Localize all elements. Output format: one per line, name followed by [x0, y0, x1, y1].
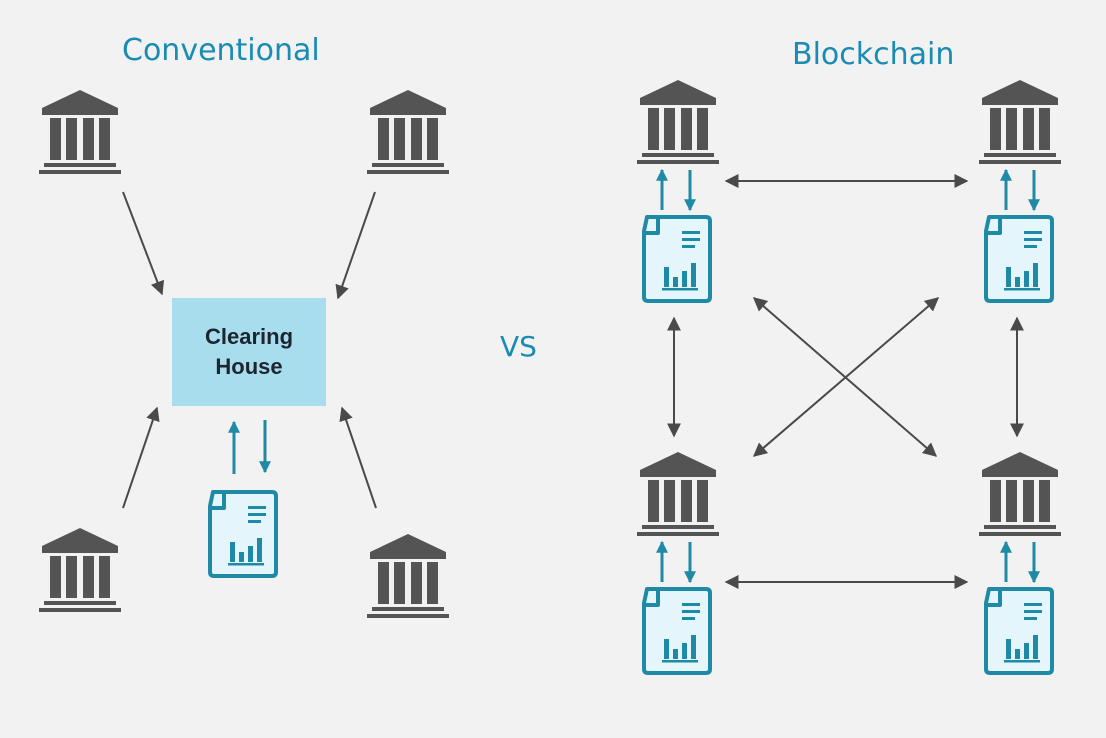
blockchain-title: Blockchain: [792, 37, 955, 72]
bank-icon-node-br: [979, 452, 1061, 536]
bank-icon-bottom-right: [367, 534, 449, 618]
ledger-document-icon-bl: [642, 587, 712, 675]
ledger-document-icon-br: [984, 587, 1054, 675]
bank-icon-node-tr: [979, 80, 1061, 164]
arrow-peer-diagonal-up: [752, 297, 940, 457]
arrow-bank-to-clearing-top-left: [122, 191, 165, 296]
arrow-bank-to-clearing-top-right: [335, 191, 376, 300]
ledger-document-icon-central: [208, 490, 278, 578]
clearing-house-box: Clearing House: [172, 298, 326, 406]
conventional-title: Conventional: [122, 33, 320, 68]
arrow-bank-to-clearing-bottom-right: [339, 406, 377, 509]
vs-label: VS: [500, 330, 537, 363]
arrow-bank-to-clearing-bottom-left: [122, 406, 160, 509]
clearing-house-label: Clearing House: [204, 324, 294, 379]
bank-icon-node-bl: [637, 452, 719, 536]
ledger-document-icon-tr: [984, 215, 1054, 303]
bank-icon-top-right: [367, 90, 449, 174]
bank-icon-bottom-left: [39, 528, 121, 612]
ledger-document-icon-tl: [642, 215, 712, 303]
bank-icon-top-left: [39, 90, 121, 174]
bank-icon-node-tl: [637, 80, 719, 164]
